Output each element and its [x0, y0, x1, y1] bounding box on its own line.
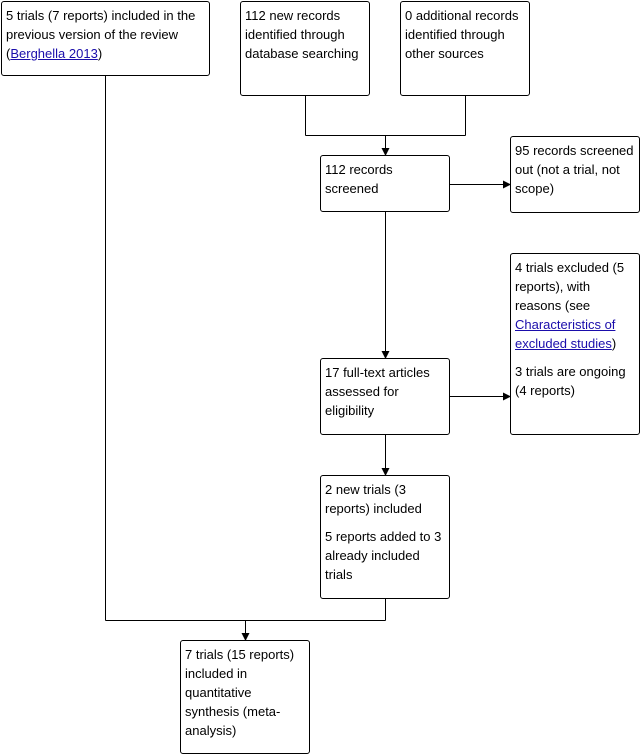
previous-review-text-before: 5 trials (7 reports) included in the pre…: [6, 8, 196, 61]
box-full-text-assessed: 17 full-text articles assessed for eligi…: [320, 358, 450, 435]
box-new-trials-included: 2 new trials (3 reports) included 5 repo…: [320, 475, 450, 599]
screened-out-text: 95 records screened out (not a trial, no…: [515, 143, 634, 196]
previous-review-text: 5 trials (7 reports) included in the pre…: [6, 6, 205, 63]
previous-review-text-after: ): [97, 46, 103, 61]
database-search-text: 112 new records identified through datab…: [245, 8, 359, 61]
other-sources-text: 0 additional records identified through …: [405, 8, 519, 61]
synthesis-text: 7 trials (15 reports) included in quanti…: [185, 647, 295, 738]
box-database-search: 112 new records identified through datab…: [240, 1, 370, 96]
box-previous-review: 5 trials (7 reports) included in the pre…: [1, 1, 210, 76]
box-other-sources: 0 additional records identified through …: [400, 1, 530, 96]
excluded-text-before: 4 trials excluded (5 reports), with reas…: [515, 260, 625, 313]
link-characteristics-excluded-studies[interactable]: Characteristics of excluded studies: [515, 317, 616, 351]
box-screened-out: 95 records screened out (not a trial, no…: [510, 136, 640, 213]
reports-added-text: 5 reports added to 3 already included tr…: [325, 529, 442, 582]
full-text-text: 17 full-text articles assessed for eligi…: [325, 365, 430, 418]
excluded-text-after: ): [611, 336, 617, 351]
link-berghella-2013[interactable]: Berghella 2013: [10, 46, 98, 61]
ongoing-text: 3 trials are ongoing (4 reports): [515, 364, 626, 398]
box-records-screened: 112 records screened: [320, 155, 450, 212]
records-screened-text: 112 records screened: [325, 162, 393, 196]
excluded-text: 4 trials excluded (5 reports), with reas…: [515, 258, 635, 353]
box-excluded-ongoing: 4 trials excluded (5 reports), with reas…: [510, 253, 640, 435]
box-quantitative-synthesis: 7 trials (15 reports) included in quanti…: [180, 640, 310, 754]
new-trials-text: 2 new trials (3 reports) included: [325, 482, 422, 516]
